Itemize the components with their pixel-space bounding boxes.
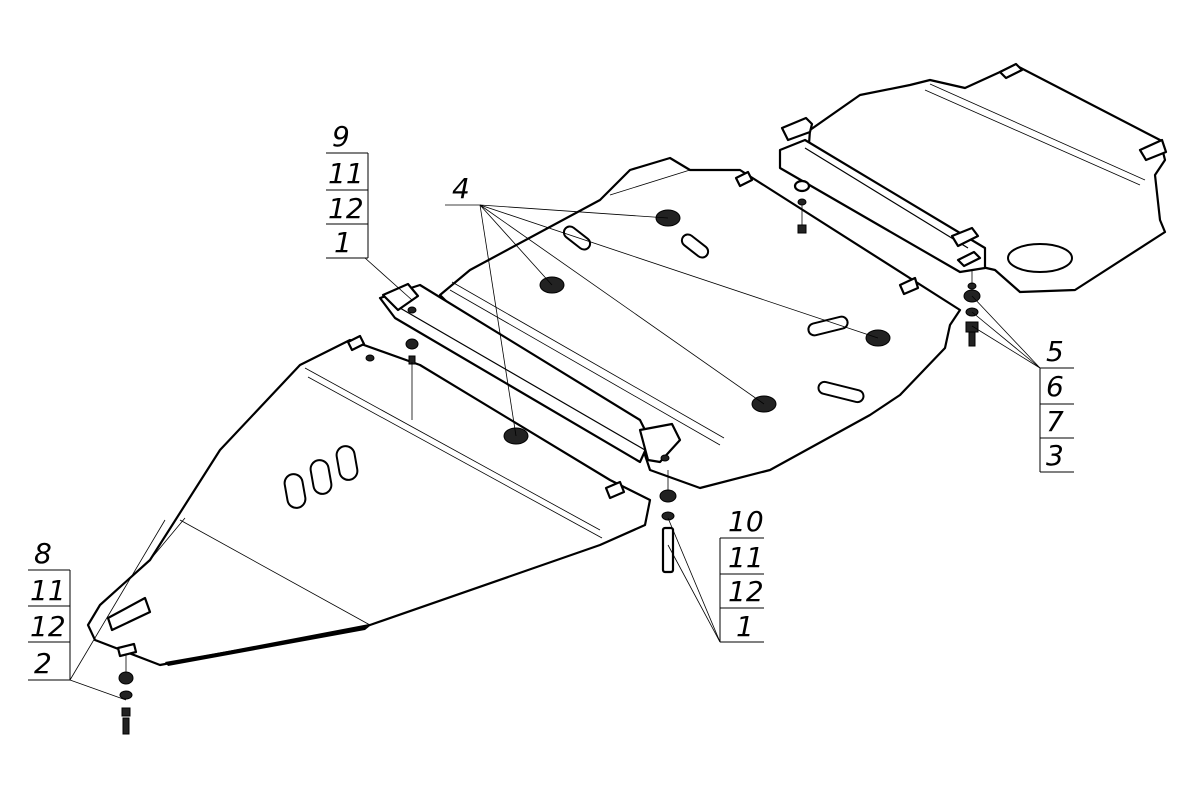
rear-crossbar — [778, 116, 987, 274]
vent-hole — [283, 473, 307, 509]
callout-group-top-center: 4 — [452, 172, 470, 205]
callout-label: 12 — [328, 192, 364, 225]
callout-label: 4 — [452, 172, 470, 205]
callout-label: 7 — [1046, 405, 1064, 438]
vent-hole — [309, 459, 333, 495]
callout-group-top-left: 9 11 12 1 — [326, 120, 369, 259]
bolt-icon — [661, 526, 675, 574]
slot — [817, 380, 865, 404]
callout-group-bottom-left: 8 11 12 2 — [28, 537, 71, 681]
callout-group-right: 5 6 7 3 — [1039, 335, 1074, 473]
slot — [562, 225, 592, 251]
callout-label: 6 — [1046, 370, 1064, 403]
callout-label: 12 — [30, 610, 66, 643]
callout-label: 12 — [728, 575, 764, 608]
leader-lines — [69, 204, 1041, 701]
callout-label: 11 — [30, 574, 66, 607]
callout-label: 11 — [728, 541, 764, 574]
callout-label: 8 — [34, 537, 52, 570]
bolt-icon — [122, 717, 130, 735]
callout-group-bottom-center: 10 11 12 1 — [719, 505, 764, 643]
callout-label: 10 — [728, 505, 764, 538]
callout-label: 11 — [328, 157, 364, 190]
vent-hole — [335, 445, 359, 481]
washer-icon — [659, 489, 677, 503]
front-skid-plate — [86, 334, 652, 667]
callout-label: 1 — [736, 610, 754, 643]
fasteners — [118, 179, 981, 735]
callout-label: 9 — [332, 120, 350, 153]
slot — [807, 315, 849, 337]
callout-label: 3 — [1046, 439, 1064, 472]
slot — [680, 233, 710, 259]
washer-icon — [118, 671, 134, 685]
callout-label: 2 — [34, 647, 52, 680]
callout-label: 1 — [334, 226, 352, 259]
drain-hole — [1007, 243, 1073, 273]
callout-label: 5 — [1046, 335, 1064, 368]
rear-skid-plate — [806, 62, 1168, 294]
front-crossbar — [378, 282, 682, 464]
